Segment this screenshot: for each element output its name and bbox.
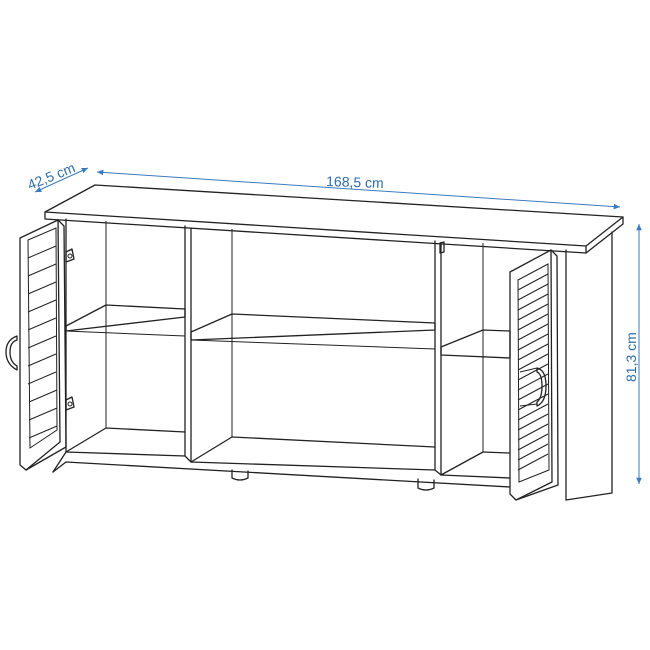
right-side-panel: [565, 231, 613, 501]
bottom-panel: [52, 427, 511, 488]
right-door: [509, 249, 559, 501]
height-label: 81,3 cm: [623, 332, 639, 382]
left-door-louvers: [27, 245, 58, 439]
sideboard: [5, 184, 624, 501]
depth-dimension: 42,5 cm: [25, 159, 89, 193]
width-dimension: 168,5 cm: [96, 169, 621, 210]
top-panel: [44, 184, 624, 254]
left-hinges: [65, 248, 75, 411]
left-door-handle: [5, 335, 18, 371]
depth-label: 42,5 cm: [25, 159, 77, 192]
door-latch: [439, 241, 445, 254]
height-dimension: 81,3 cm: [623, 224, 642, 484]
shelves: [65, 304, 511, 359]
left-door: [5, 219, 67, 471]
right-door-louvers: [517, 273, 549, 471]
width-label: 168,5 cm: [326, 173, 384, 191]
vertical-dividers: [184, 225, 442, 476]
right-door-handle: [536, 367, 547, 407]
feet: [231, 469, 435, 491]
interior-back: [105, 221, 484, 452]
dimension-annotations: 42,5 cm 168,5 cm 81,3 cm: [25, 159, 642, 484]
